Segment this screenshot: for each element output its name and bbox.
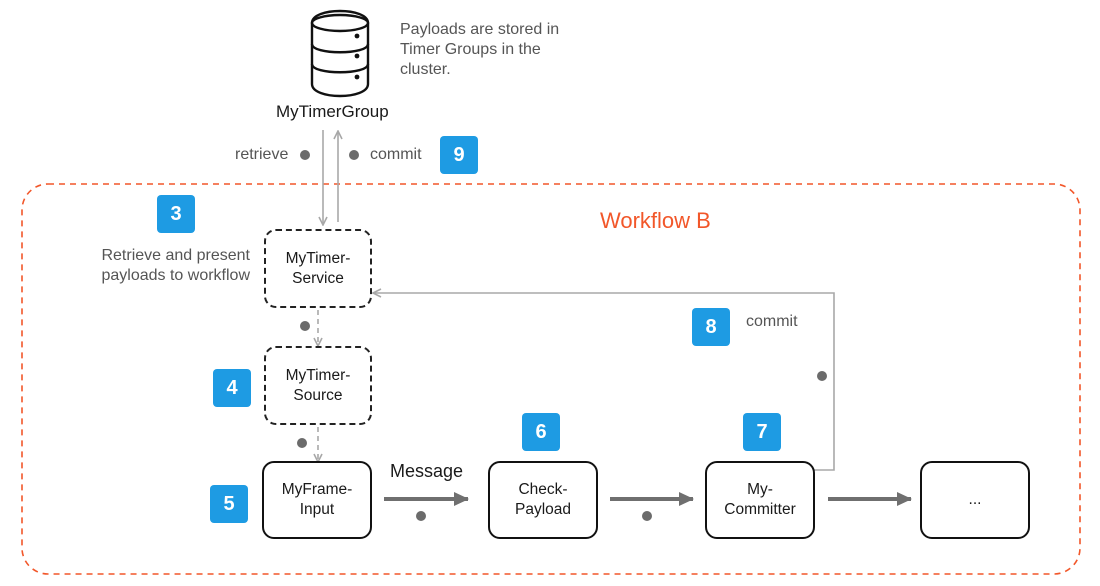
retrieve-label: retrieve <box>235 146 289 163</box>
step-badge-9: 9 <box>440 136 478 174</box>
next-step-label: ... <box>968 491 982 508</box>
step-badge-5: 5 <box>210 485 248 523</box>
message-label: Message <box>390 461 464 481</box>
commit-label-right: commit <box>746 313 798 330</box>
commit-return-dot <box>817 371 827 381</box>
timer-source-label: MyTimer- Source <box>285 366 351 404</box>
check-payload-node: Check- Payload <box>488 461 598 539</box>
database-icon <box>310 9 370 98</box>
timer-service-label: MyTimer- Service <box>285 249 351 287</box>
check-committer-dot <box>642 511 652 521</box>
check-payload-label: Check- Payload <box>514 481 571 518</box>
message-dot <box>416 511 426 521</box>
retrieve-note: Retrieve and present payloads to workflo… <box>101 247 250 284</box>
storage-note: Payloads are stored in Timer Groups in t… <box>400 21 560 78</box>
service-source-dot <box>300 321 310 331</box>
step-badge-7: 7 <box>743 413 781 451</box>
retrieve-dot <box>300 150 310 160</box>
timer-source-node: MyTimer- Source <box>264 346 372 425</box>
timer-service-node: MyTimer- Service <box>264 229 372 308</box>
committer-node: My- Committer <box>705 461 815 539</box>
workflow-boundary <box>21 183 1081 575</box>
step-badge-3: 3 <box>157 195 195 233</box>
commit-label-top: commit <box>370 146 422 163</box>
workflow-title: Workflow B <box>600 208 711 233</box>
commit-return-arrow <box>374 293 835 471</box>
committer-label: My- Committer <box>724 481 796 518</box>
step-badge-6: 6 <box>522 413 560 451</box>
step-badge-8: 8 <box>692 308 730 346</box>
next-step-node: ... <box>920 461 1030 539</box>
commit-dot <box>349 150 359 160</box>
step-badge-4: 4 <box>213 369 251 407</box>
frame-input-label: MyFrame- Input <box>281 481 353 518</box>
frame-input-node: MyFrame- Input <box>262 461 372 539</box>
storage-name: MyTimerGroup <box>276 102 389 121</box>
source-input-dot <box>297 438 307 448</box>
